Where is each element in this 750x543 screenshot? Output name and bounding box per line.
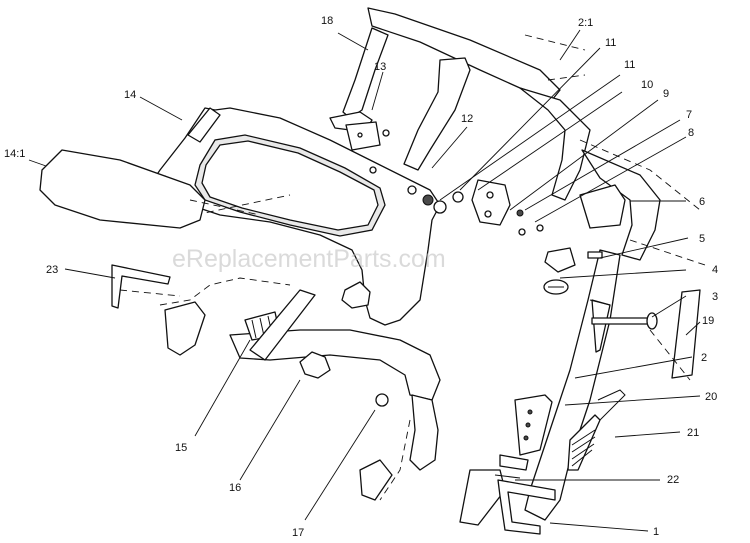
leader-lines bbox=[28, 29, 701, 532]
callout-labels: 18 2:1 11 11 10 9 7 8 13 14 12 14:1 6 5 … bbox=[4, 15, 718, 539]
spring-21-part bbox=[567, 389, 626, 471]
callout-5: 5 bbox=[699, 233, 705, 245]
callout-17: 17 bbox=[292, 527, 304, 539]
callout-20: 20 bbox=[705, 391, 717, 403]
handle-tube-part bbox=[459, 249, 621, 526]
washers-part bbox=[369, 166, 464, 214]
callout-22: 22 bbox=[667, 474, 679, 486]
upper-handle-part bbox=[367, 7, 706, 266]
callout-23: 23 bbox=[46, 264, 58, 276]
callout-6: 6 bbox=[699, 196, 705, 208]
bracket-18-part bbox=[329, 27, 389, 133]
callout-19: 19 bbox=[702, 315, 714, 327]
bar-19-part bbox=[649, 289, 701, 381]
callout-1: 1 bbox=[653, 526, 659, 538]
plate-7-8-part bbox=[471, 179, 544, 236]
callout-2-1: 2:1 bbox=[578, 17, 593, 29]
handle-console-part bbox=[149, 107, 441, 326]
callout-16: 16 bbox=[229, 482, 241, 494]
callout-7: 7 bbox=[686, 109, 692, 121]
callout-11-a: 11 bbox=[605, 37, 616, 49]
callout-10: 10 bbox=[641, 79, 653, 91]
callout-14-1: 14:1 bbox=[4, 148, 25, 160]
callout-18: 18 bbox=[321, 15, 333, 27]
callout-12: 12 bbox=[461, 113, 473, 125]
callout-2: 2 bbox=[701, 352, 707, 364]
bracket-1-part bbox=[497, 479, 556, 535]
lower-frame-part bbox=[119, 277, 441, 501]
knob-4-part bbox=[543, 279, 569, 295]
callout-15: 15 bbox=[175, 442, 187, 454]
bracket-13-part bbox=[345, 121, 390, 151]
clip-22-part bbox=[494, 454, 529, 479]
callout-13: 13 bbox=[374, 61, 386, 73]
bracket-6-part bbox=[544, 184, 626, 273]
callout-21: 21 bbox=[687, 427, 699, 439]
bracket-23-part bbox=[111, 264, 171, 309]
grip-part bbox=[39, 149, 261, 229]
watermark: eReplacementParts.com bbox=[172, 245, 446, 273]
bolt-5-part bbox=[587, 251, 603, 259]
bolt-3-part bbox=[591, 312, 658, 330]
callout-9: 9 bbox=[663, 88, 669, 100]
knob-16-part bbox=[249, 289, 331, 379]
callout-14: 14 bbox=[124, 89, 136, 101]
callout-3: 3 bbox=[712, 291, 718, 303]
strap-20-part bbox=[514, 394, 553, 456]
callout-4: 4 bbox=[712, 264, 718, 276]
callout-8: 8 bbox=[688, 127, 694, 139]
callout-11-b: 11 bbox=[624, 59, 635, 71]
knob-17-part bbox=[341, 281, 389, 407]
